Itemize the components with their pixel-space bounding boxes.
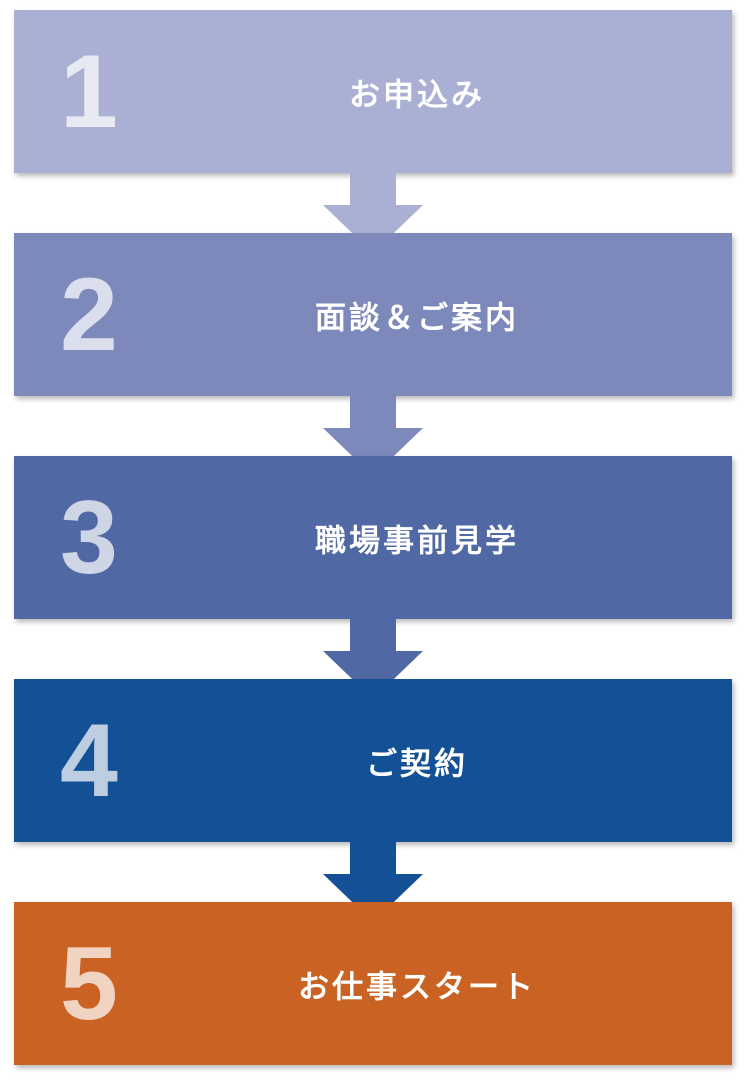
- step-3-label: 職場事前見学: [315, 523, 519, 559]
- step-5-label: お仕事スタート: [298, 969, 536, 1005]
- step-1-box: 1 お申込み: [14, 10, 732, 173]
- step-5-number: 5: [60, 925, 118, 1042]
- step-3-number: 3: [60, 479, 118, 596]
- arrow-down-icon: [323, 842, 423, 922]
- arrow-down-icon: [323, 396, 423, 476]
- step-2-number: 2: [60, 256, 118, 373]
- arrow-down-icon: [323, 619, 423, 699]
- arrow-down-icon: [323, 173, 423, 253]
- step-4-label: ご契約: [366, 746, 468, 782]
- step-1-number: 1: [60, 33, 118, 150]
- step-2-label: 面談＆ご案内: [315, 300, 519, 336]
- step-1-label: お申込み: [349, 77, 485, 113]
- step-3-box: 3 職場事前見学: [14, 456, 732, 619]
- step-2-box: 2 面談＆ご案内: [14, 233, 732, 396]
- step-4-number: 4: [60, 702, 118, 819]
- step-4-box: 4 ご契約: [14, 679, 732, 842]
- step-5-box: 5 お仕事スタート: [14, 902, 732, 1065]
